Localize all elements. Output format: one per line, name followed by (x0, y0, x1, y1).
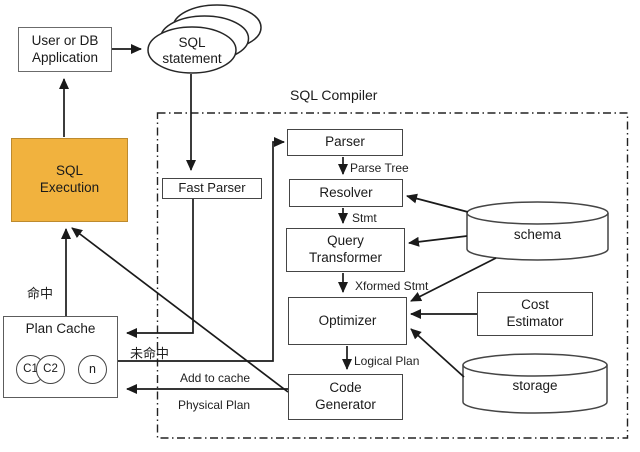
cache-entry-c2: C2 (36, 355, 65, 384)
edge-label-add-to-cache: Add to cache (180, 371, 251, 385)
node-plan-cache: Plan Cache C1 C2 n (3, 316, 118, 398)
storage-cylinder-icon (462, 353, 608, 414)
node-resolver: Resolver (289, 179, 403, 207)
edge-label-xformed-stmt: Xformed Stmt (355, 279, 429, 293)
schema-cylinder-icon (466, 201, 609, 261)
cache-entry-n: n (78, 355, 107, 384)
node-user-db-application: User or DB Application (18, 27, 112, 72)
node-schema-label: schema (513, 227, 562, 242)
node-sql-execution: SQL Execution (11, 138, 128, 222)
edge-plan-cache-to-parser-miss (118, 137, 285, 362)
edge-fast-parser-to-plan-cache (126, 199, 194, 338)
sql-compiler-region-border (156, 112, 629, 439)
node-optimizer: Optimizer (288, 297, 407, 345)
node-query-transformer: Query Transformer (286, 228, 405, 272)
edge-label-cache-hit: 命中 (27, 286, 54, 301)
edge-schema-to-query-transformer (408, 235, 468, 247)
node-code-generator: Code Generator (288, 374, 403, 420)
sql-compiler-region-title: SQL Compiler (290, 87, 378, 103)
edge-label-logical-plan: Logical Plan (354, 354, 420, 368)
node-cost-estimator: Cost Estimator (477, 292, 593, 336)
edge-code-generator-to-sql-execution (71, 227, 289, 393)
edge-label-parse-tree: Parse Tree (350, 161, 409, 175)
node-sql-statement-label: SQL statement (162, 35, 222, 67)
edge-label-physical-plan: Physical Plan (178, 398, 251, 412)
plan-cache-title: Plan Cache (25, 321, 96, 336)
node-fast-parser: Fast Parser (162, 178, 262, 199)
node-storage-label: storage (512, 378, 558, 393)
node-parser: Parser (287, 129, 403, 156)
edge-label-cache-miss: 未命中 (130, 346, 170, 361)
edge-storage-to-optimizer (410, 328, 465, 378)
edge-schema-to-optimizer (410, 257, 497, 302)
sql-statement-stack-icon (147, 4, 262, 74)
edge-label-stmt: Stmt (352, 211, 377, 225)
edge-schema-to-resolver (406, 193, 469, 213)
